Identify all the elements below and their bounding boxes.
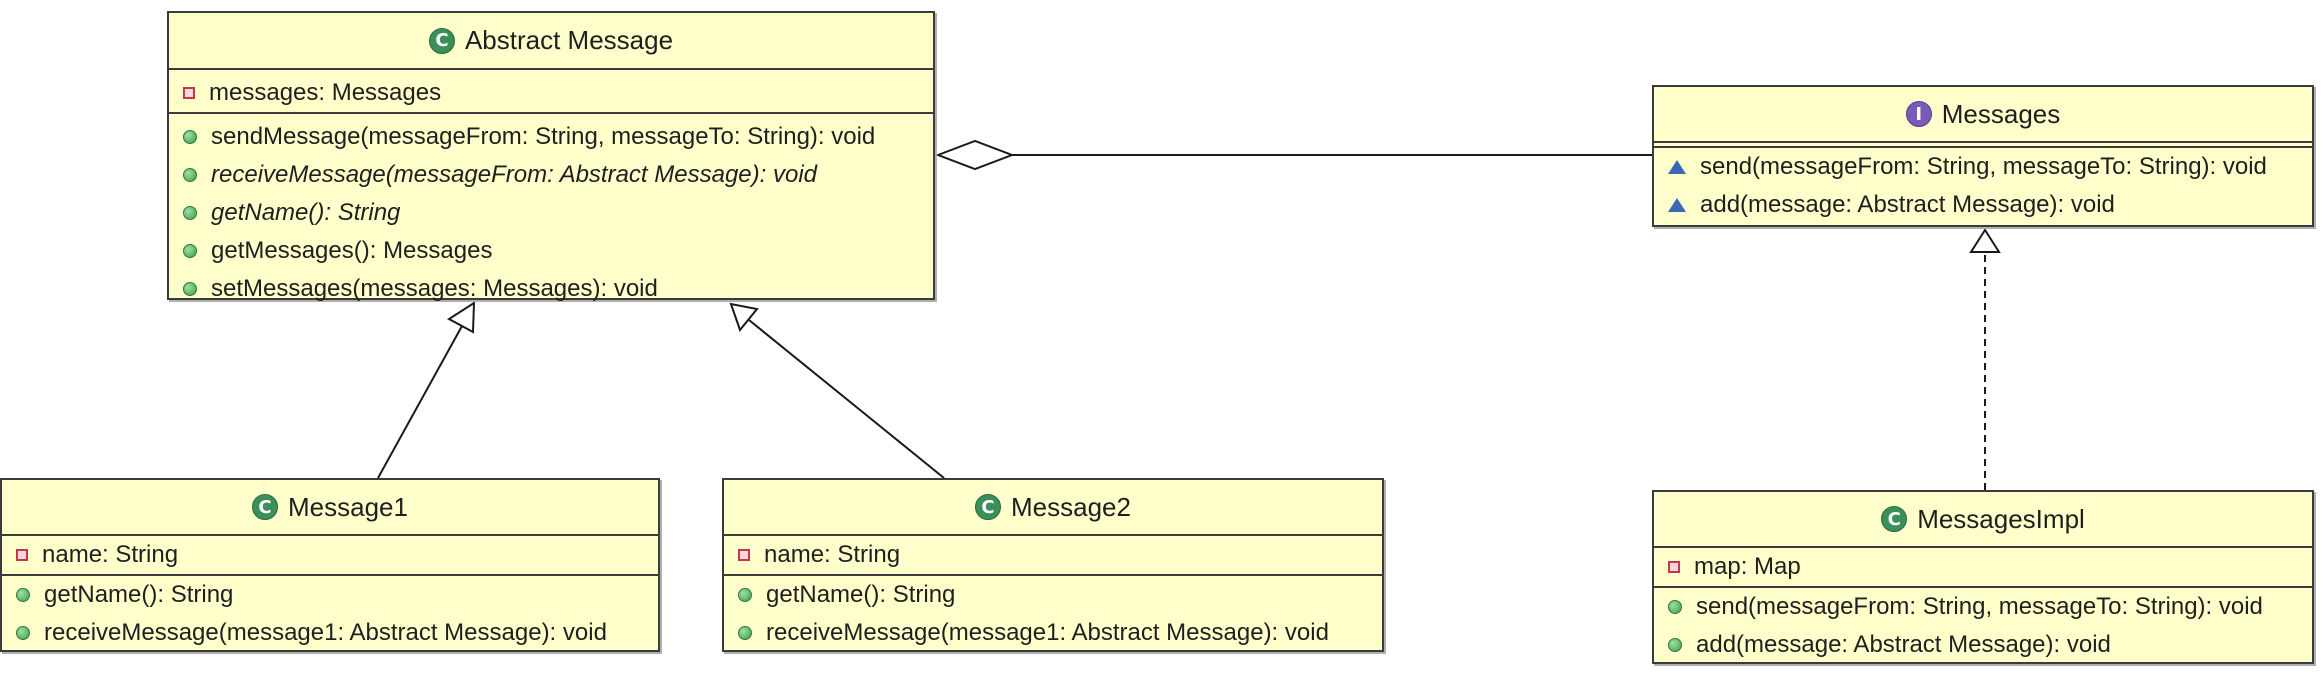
operation-row: receiveMessage(messageFrom: Abstract Mes… xyxy=(169,156,933,194)
class-name: Message1 xyxy=(288,491,408,522)
attribute-text: name: String xyxy=(764,541,901,568)
attribute-row: name: String xyxy=(2,536,658,574)
operation-row: setMessages(messages: Messages): void xyxy=(169,270,933,308)
operation-row: sendMessage(messageFrom: String, message… xyxy=(169,118,933,156)
class-message1[interactable]: C Message1 name: String getName(): Strin… xyxy=(0,478,660,652)
private-visibility-icon xyxy=(16,549,28,561)
private-visibility-icon xyxy=(183,87,195,99)
class-name: Abstract Message xyxy=(464,25,674,55)
public-visibility-icon xyxy=(738,588,752,602)
operation-text: add(message: Abstract Message): void xyxy=(1696,631,2111,658)
operation-row: send(messageFrom: String, messageTo: Str… xyxy=(1654,588,2312,626)
operation-row: getName(): String xyxy=(169,194,933,232)
attribute-row: name: String xyxy=(724,536,1382,574)
interface-icon: I xyxy=(1905,101,1932,127)
operation-text: send(messageFrom: String, messageTo: Str… xyxy=(1696,593,2263,620)
class-name: Message2 xyxy=(1011,491,1131,522)
class-header: C Message1 xyxy=(2,480,658,534)
empty-attributes-separator xyxy=(1654,141,2312,148)
class-header: C MessagesImpl xyxy=(1654,492,2312,546)
attribute-row: map: Map xyxy=(1654,548,2312,586)
public-visibility-icon xyxy=(1668,638,1682,652)
operation-row: getMessages(): Messages xyxy=(169,232,933,270)
class-icon: C xyxy=(252,494,279,520)
class-icon: C xyxy=(975,494,1002,520)
operation-row: add(message: Abstract Message): void xyxy=(1654,186,2312,224)
operations-section: getName(): String receiveMessage(message… xyxy=(724,574,1382,652)
class-name: MessagesImpl xyxy=(1917,503,2085,534)
class-message2[interactable]: C Message2 name: String getName(): Strin… xyxy=(722,478,1384,652)
realization-arrowhead xyxy=(1969,228,2001,253)
attributes-section: name: String xyxy=(724,534,1382,574)
public-visibility-icon xyxy=(738,626,752,640)
public-visibility-icon xyxy=(183,282,197,296)
interface-header: I Messages xyxy=(1654,87,2312,141)
operation-row: receiveMessage(message1: Abstract Messag… xyxy=(2,614,658,652)
operation-row: getName(): String xyxy=(724,576,1382,614)
operation-row: send(messageFrom: String, messageTo: Str… xyxy=(1654,148,2312,186)
operation-text: getMessages(): Messages xyxy=(211,237,493,264)
generalization-line-message1 xyxy=(377,325,463,479)
operation-text: send(messageFrom: String, messageTo: Str… xyxy=(1700,153,2267,180)
operations-section: send(messageFrom: String, messageTo: Str… xyxy=(1654,148,2312,224)
operation-row: getName(): String xyxy=(2,576,658,614)
public-visibility-icon xyxy=(16,626,30,640)
attribute-text: messages: Messages xyxy=(209,79,442,106)
public-visibility-icon xyxy=(183,130,197,144)
attribute-text: map: Map xyxy=(1694,553,1801,580)
operation-text: sendMessage(messageFrom: String, message… xyxy=(211,123,876,150)
public-visibility-icon xyxy=(16,588,30,602)
operation-text: add(message: Abstract Message): void xyxy=(1700,191,2115,218)
operation-text: receiveMessage(message1: Abstract Messag… xyxy=(766,619,1329,646)
attribute-text: name: String xyxy=(42,541,179,568)
operations-section: send(messageFrom: String, messageTo: Str… xyxy=(1654,586,2312,664)
operation-text: receiveMessage(messageFrom: Abstract Mes… xyxy=(211,161,817,188)
generalization-arrowhead-message2 xyxy=(729,302,759,333)
private-visibility-icon xyxy=(1668,561,1680,573)
class-abstract-message[interactable]: C Abstract Message messages: Messages se… xyxy=(167,11,935,302)
operation-text: setMessages(messages: Messages): void xyxy=(211,275,658,302)
public-visibility-icon xyxy=(183,168,197,182)
class-icon: C xyxy=(1881,506,1908,532)
operations-section: getName(): String receiveMessage(message… xyxy=(2,574,658,652)
operation-row: receiveMessage(message1: Abstract Messag… xyxy=(724,614,1382,652)
package-visibility-icon xyxy=(1668,160,1686,174)
attributes-section: map: Map xyxy=(1654,546,2312,586)
interface-messages[interactable]: I Messages send(messageFrom: String, mes… xyxy=(1652,85,2314,227)
package-visibility-icon xyxy=(1668,198,1686,212)
operation-text: getName(): String xyxy=(211,199,401,226)
class-header: C Message2 xyxy=(724,480,1382,534)
public-visibility-icon xyxy=(183,206,197,220)
generalization-line-message2 xyxy=(748,319,945,479)
attributes-section: name: String xyxy=(2,534,658,574)
operation-text: receiveMessage(message1: Abstract Messag… xyxy=(44,619,607,646)
operations-section: sendMessage(messageFrom: String, message… xyxy=(169,112,933,308)
class-header: C Abstract Message xyxy=(169,13,933,68)
private-visibility-icon xyxy=(738,549,750,561)
class-icon: C xyxy=(428,27,455,54)
interface-name: Messages xyxy=(1941,98,2061,129)
public-visibility-icon xyxy=(183,244,197,258)
operation-text: getName(): String xyxy=(44,581,234,608)
operation-row: add(message: Abstract Message): void xyxy=(1654,626,2312,664)
aggregation-diamond xyxy=(935,139,1015,171)
operation-text: getName(): String xyxy=(766,581,956,608)
attributes-section: messages: Messages xyxy=(169,68,933,112)
generalization-arrowhead-message1 xyxy=(447,301,476,334)
public-visibility-icon xyxy=(1668,600,1682,614)
class-messages-impl[interactable]: C MessagesImpl map: Map send(messageFrom… xyxy=(1652,490,2314,664)
attribute-row: messages: Messages xyxy=(169,74,933,112)
